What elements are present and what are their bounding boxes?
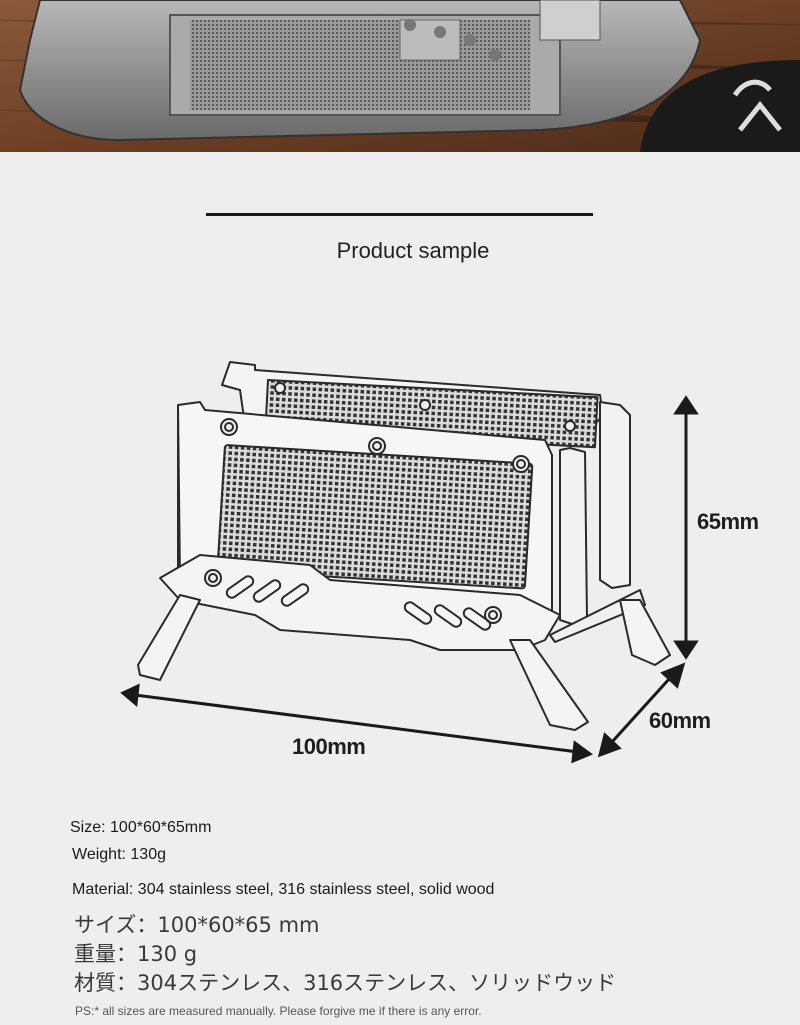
height-dimension-label: 65mm bbox=[697, 509, 759, 534]
section-divider bbox=[206, 213, 593, 216]
spec-size-jp: サイズ：100*60*65 mm bbox=[74, 913, 320, 937]
hero-photo-art bbox=[0, 0, 800, 152]
product-drawing-svg bbox=[120, 361, 699, 764]
spec-weight: Weight: 130g bbox=[72, 846, 166, 863]
product-line-drawing bbox=[100, 340, 800, 780]
spec-material-jp: 材質：304ステンレス、316ステンレス、ソリッドウッド bbox=[74, 971, 617, 995]
section-title: Product sample bbox=[336, 238, 490, 263]
depth-dimension-label: 60mm bbox=[649, 708, 711, 733]
hero-photo bbox=[0, 0, 800, 152]
width-dimension-label: 100mm bbox=[292, 734, 366, 759]
spec-weight-jp: 重量：130 g bbox=[74, 942, 198, 966]
measurement-note: PS:* all sizes are measured manually. Pl… bbox=[75, 1004, 482, 1018]
spec-size: Size: 100*60*65mm bbox=[70, 819, 212, 836]
spec-material: Material: 304 stainless steel, 316 stain… bbox=[72, 881, 495, 898]
